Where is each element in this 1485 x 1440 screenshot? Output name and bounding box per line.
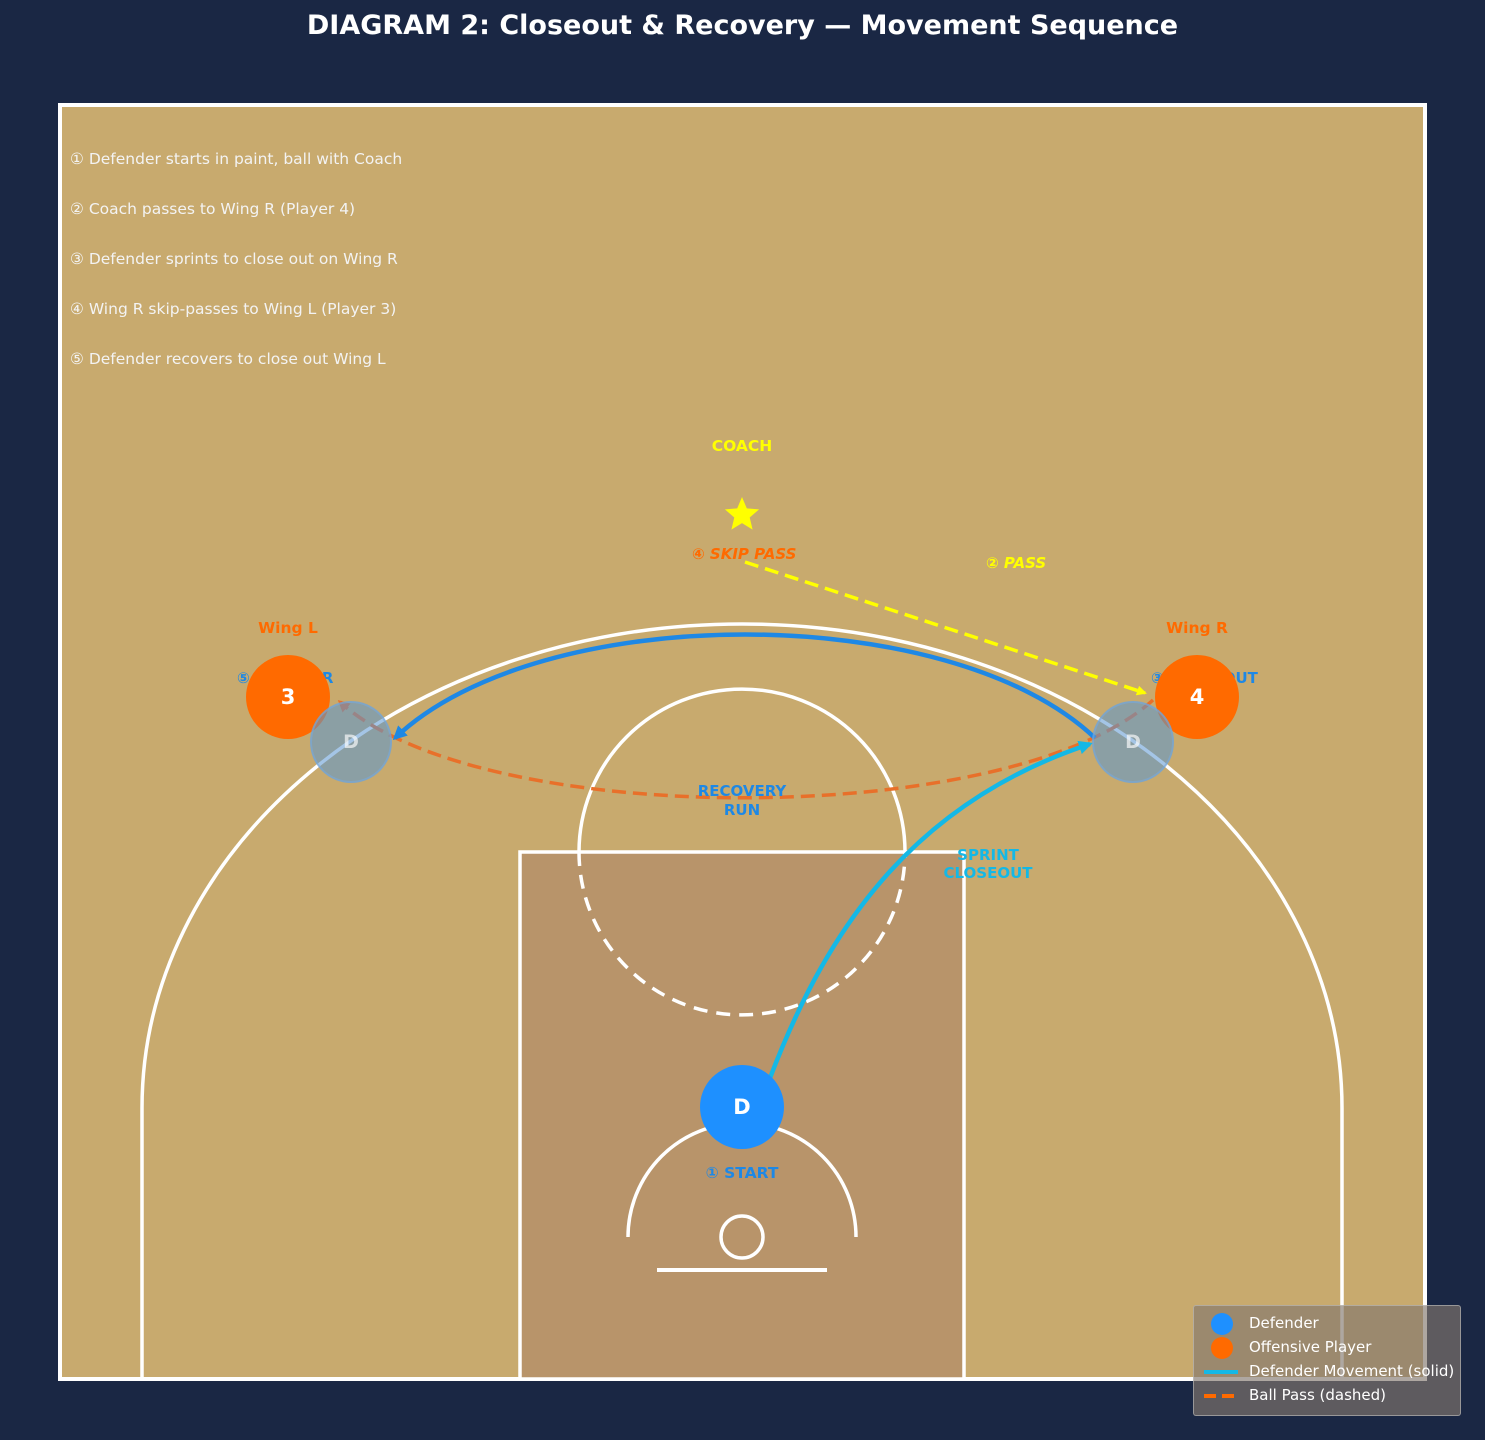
legend-label-offense: Offensive Player — [1249, 1338, 1372, 1356]
ghost-defender-left: D — [310, 701, 392, 783]
legend-item-defender: Defender — [1194, 1313, 1462, 1335]
skip-pass-label: ④ SKIP PASS — [692, 545, 797, 563]
blue-circle-icon — [1211, 1313, 1233, 1335]
step-4-text: ④ Wing R skip-passes to Wing L (Player 3… — [70, 300, 397, 318]
player-3-number: 3 — [280, 685, 296, 709]
step-5-text: ⑤ Defender recovers to close out Wing L — [70, 350, 386, 368]
free-throw-circle-bottom — [577, 851, 907, 1017]
free-throw-circle-top — [577, 687, 907, 853]
ghost-defender-right: D — [1092, 701, 1174, 783]
rim — [719, 1214, 765, 1260]
wing-l-label: Wing L — [258, 619, 318, 637]
defender-marker: D — [733, 1095, 751, 1119]
legend-item-offense: Offensive Player — [1194, 1337, 1462, 1359]
recovery-run-label: RECOVERY RUN — [697, 782, 787, 819]
start-label: ① START — [705, 1164, 779, 1182]
skip-pass-arrow — [337, 698, 1155, 800]
player-4-number: 4 — [1189, 685, 1205, 709]
step-2-text: ② Coach passes to Wing R (Player 4) — [70, 200, 356, 218]
three-point-line — [140, 622, 1344, 1379]
orange-circle-icon — [1211, 1337, 1233, 1359]
dashed-line-icon — [1204, 1394, 1238, 1398]
sprint-closeout-arrow — [767, 740, 1093, 1079]
legend-label-defender: Defender — [1249, 1314, 1319, 1332]
pass-label: ② PASS — [986, 554, 1047, 572]
diagram-title: DIAGRAM 2: Closeout & Recovery — Movemen… — [306, 10, 1179, 41]
legend-item-movement: Defender Movement (solid) — [1194, 1361, 1462, 1383]
recovery-run-arrow — [392, 632, 1097, 741]
wing-r-label: Wing R — [1166, 619, 1228, 637]
legend-label-movement: Defender Movement (solid) — [1249, 1362, 1455, 1380]
coach-pass-arrow — [744, 560, 1147, 696]
ghost-defender-left-marker: D — [343, 731, 359, 753]
solid-line-icon — [1204, 1370, 1238, 1374]
sprint-closeout-label: SPRINT CLOSEOUT — [943, 846, 1033, 882]
step-3-text: ③ Defender sprints to close out on Wing … — [70, 250, 398, 268]
legend-label-pass: Ball Pass (dashed) — [1249, 1386, 1387, 1404]
ghost-defender-right-marker: D — [1125, 731, 1141, 753]
star-icon — [724, 497, 760, 530]
legend: Defender Offensive Player Defender Movem… — [1193, 1305, 1461, 1416]
step-1-text: ① Defender starts in paint, ball with Co… — [70, 150, 403, 168]
legend-item-pass: Ball Pass (dashed) — [1194, 1385, 1462, 1407]
defender-start: D — [700, 1065, 784, 1149]
coach-label: COACH — [711, 437, 773, 455]
